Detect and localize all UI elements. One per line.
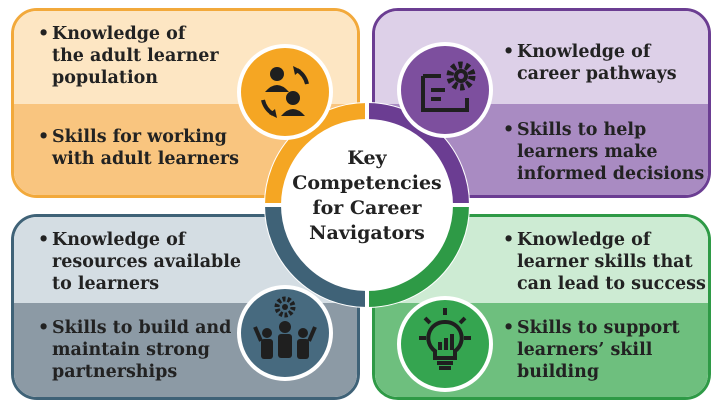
skills-text: • Skills to help learners make informed … <box>503 120 705 184</box>
central-ring <box>264 102 470 308</box>
ring-segment-slate <box>265 204 368 307</box>
ring-segment-green <box>366 204 469 307</box>
team-gear-icon <box>237 285 333 381</box>
ring-segment-purple <box>366 103 469 206</box>
ring-segment-orange <box>265 103 368 206</box>
ring-center <box>283 121 451 289</box>
career-pathway-gear-icon <box>397 42 493 138</box>
knowledge-text: • Knowledge of career pathways <box>503 42 677 84</box>
knowledge-text: • Knowledge of learner skills that can l… <box>503 230 706 294</box>
skills-text: • Skills for working with adult learners <box>38 127 240 169</box>
center-title: Key Competencies for Career Navigators <box>292 147 442 244</box>
knowledge-text: • Knowledge of resources available to le… <box>38 230 242 294</box>
quadrant-adult-learners: • Knowledge of the adult learner populat… <box>11 8 360 198</box>
people-cycle-icon <box>237 44 333 140</box>
skills-text: • Skills to support learners’ skill buil… <box>503 318 680 382</box>
skills-text: • Skills to build and maintain strong pa… <box>38 318 232 382</box>
lightbulb-chart-icon <box>397 296 493 392</box>
knowledge-text: • Knowledge of the adult learner populat… <box>38 24 219 88</box>
